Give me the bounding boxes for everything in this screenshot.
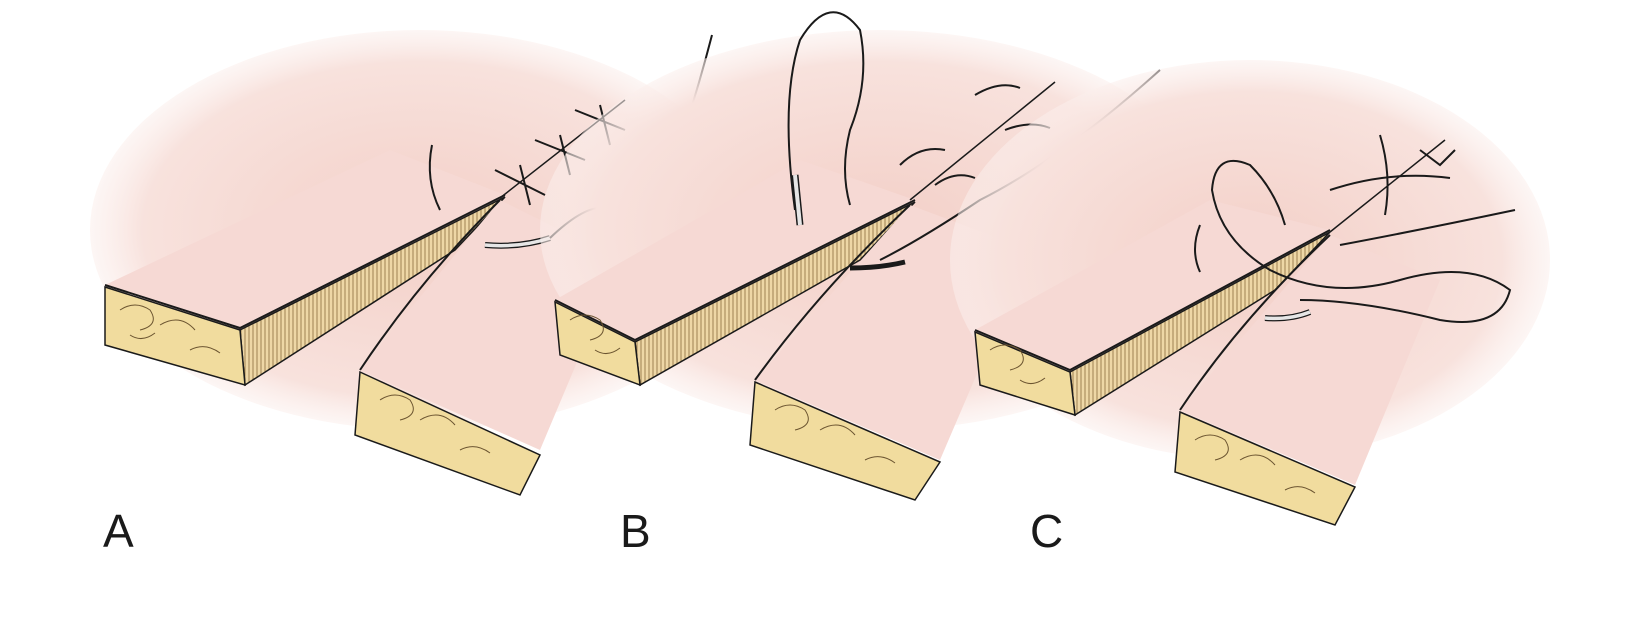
fat-texture (379, 394, 491, 454)
skin-edge-left (554, 199, 916, 342)
fat-block-right (1174, 410, 1357, 526)
skin-edge-left (104, 194, 506, 330)
needle (849, 259, 906, 271)
fat-block-left (554, 300, 641, 387)
panel-a-illustration (90, 30, 750, 496)
skin-flap-left (555, 160, 915, 340)
needle-fill (1264, 310, 1311, 321)
fat-block-right (354, 370, 542, 496)
needle-fill (793, 174, 802, 226)
skin-flap-right (1180, 235, 1440, 485)
skin-edge-right (359, 199, 501, 371)
fat-block-left (974, 330, 1076, 417)
fat-texture (989, 344, 1046, 384)
fat-block-left (104, 285, 246, 387)
skin-flap-left (105, 150, 505, 328)
panel-label-a: A (103, 505, 134, 557)
skin-flap-left (975, 200, 1330, 370)
needle-tip (428, 144, 441, 211)
panel-c-illustration (950, 60, 1550, 526)
suture-thread (1339, 209, 1516, 246)
panel-label-b: B (620, 505, 651, 557)
fat-texture (774, 404, 896, 464)
fat-texture (569, 314, 621, 354)
suture-loop (787, 11, 865, 211)
incision-line (909, 81, 1056, 201)
fat-block-right (749, 380, 942, 501)
suture-loop (1210, 160, 1512, 323)
fat-texture (119, 304, 221, 354)
panel-label-c: C (1030, 505, 1064, 557)
skin-edge-left (974, 229, 1331, 372)
skin-edge-right (754, 204, 911, 381)
needle-tip (1194, 224, 1201, 273)
fat-texture (1194, 434, 1316, 494)
crossed-stitch (1329, 134, 1456, 216)
skin-edge-right (1179, 234, 1331, 411)
